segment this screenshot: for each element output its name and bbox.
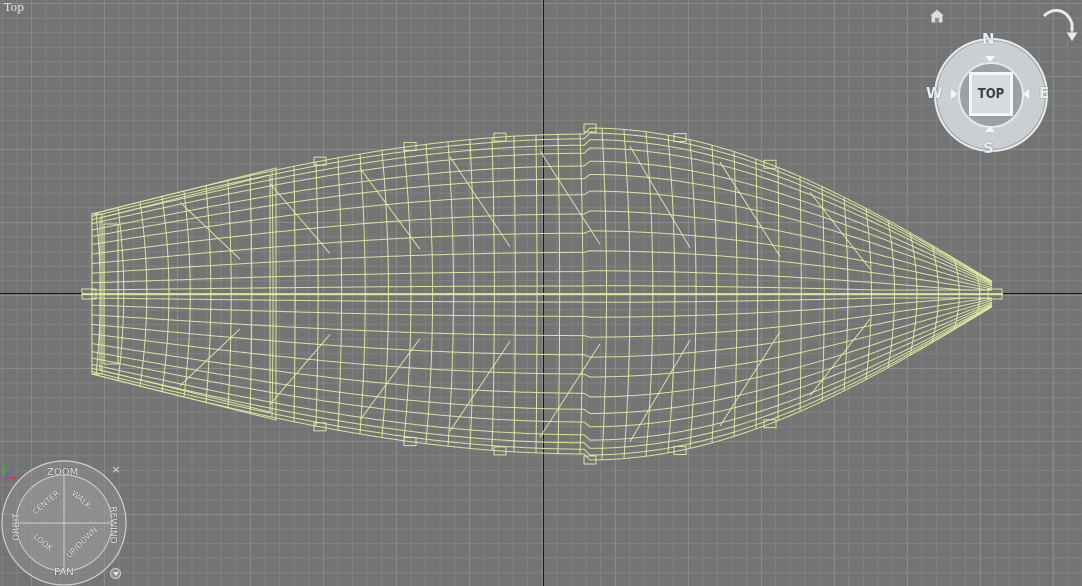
viewport-label[interactable]: Top — [4, 1, 25, 14]
rotate-view-icon[interactable] — [1038, 4, 1080, 46]
wheel-orbit-button[interactable]: ORBIT — [11, 513, 22, 541]
wheel-pan-button[interactable]: PAN — [54, 567, 74, 578]
steering-wheel[interactable]: ZOOM PAN ORBIT REWIND CENTER WALK LOOK U… — [0, 460, 128, 586]
viewcube[interactable]: TOP N S W E — [920, 0, 1082, 170]
chevron-down-icon[interactable] — [110, 568, 121, 579]
compass-label-west[interactable]: W — [926, 84, 943, 102]
viewcube-arrow-east[interactable] — [1023, 89, 1029, 99]
viewcube-arrow-south[interactable] — [985, 126, 995, 132]
axis-tripod-icon — [3, 464, 18, 479]
viewcube-arrow-north[interactable] — [985, 56, 995, 62]
steering-wheel-body — [1, 460, 127, 586]
wheel-rewind-button[interactable]: REWIND — [107, 506, 118, 544]
close-icon[interactable]: × — [111, 463, 121, 476]
viewcube-arrow-west[interactable] — [951, 89, 957, 99]
compass-label-north[interactable]: N — [982, 30, 995, 48]
compass-label-south[interactable]: S — [983, 139, 994, 157]
compass-label-east[interactable]: E — [1039, 84, 1050, 102]
wheel-zoom-button[interactable]: ZOOM — [47, 467, 79, 478]
home-icon[interactable] — [927, 8, 947, 24]
viewcube-top-face[interactable]: TOP — [969, 72, 1013, 116]
